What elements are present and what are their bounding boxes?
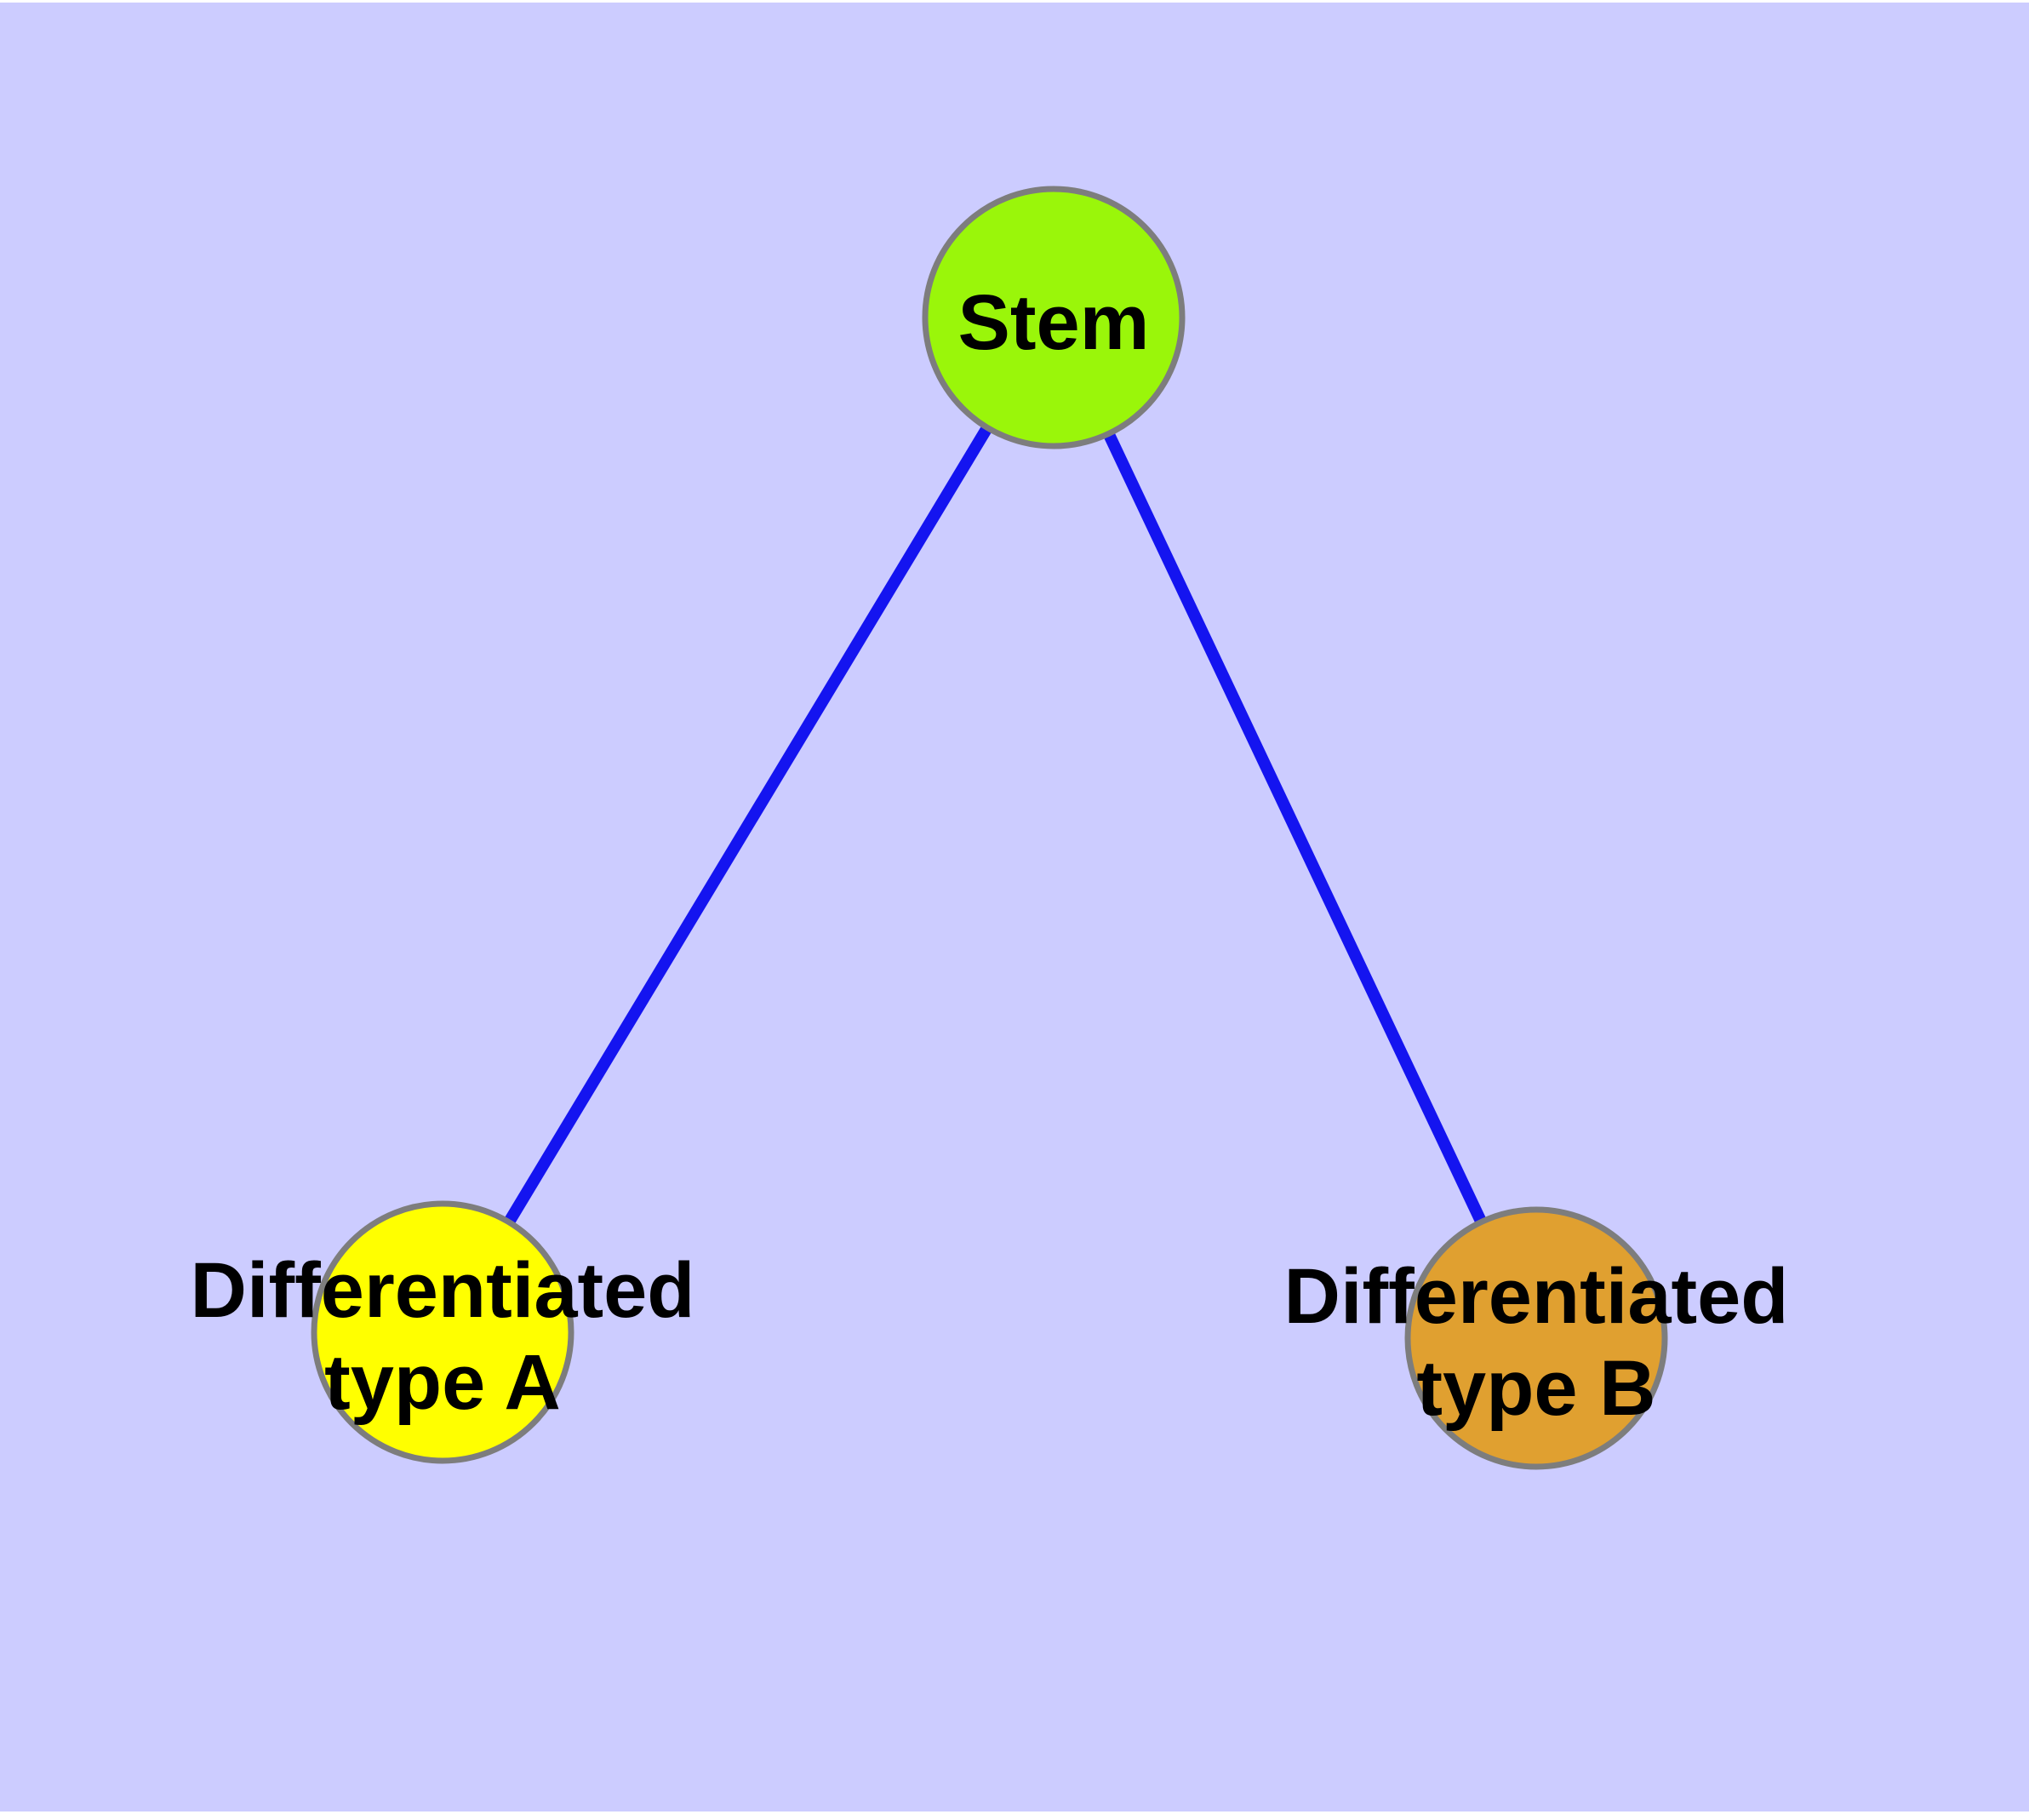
node-typea-label-line1: Differentiated: [191, 1247, 695, 1334]
node-typea-label-line2: type A: [324, 1339, 561, 1426]
edge-stem-to-typeB: [1048, 315, 1542, 1341]
node-differentiated-type-b: [1404, 1206, 1668, 1470]
node-typeb-label-line2: type B: [1416, 1345, 1655, 1432]
node-stem-label: Stem: [958, 279, 1150, 366]
edge-stem-to-typeA: [437, 314, 1059, 1336]
node-differentiated-type-a: [311, 1200, 574, 1464]
node-stem: [922, 186, 1186, 449]
node-typeb-label-line1: Differentiated: [1284, 1253, 1789, 1340]
